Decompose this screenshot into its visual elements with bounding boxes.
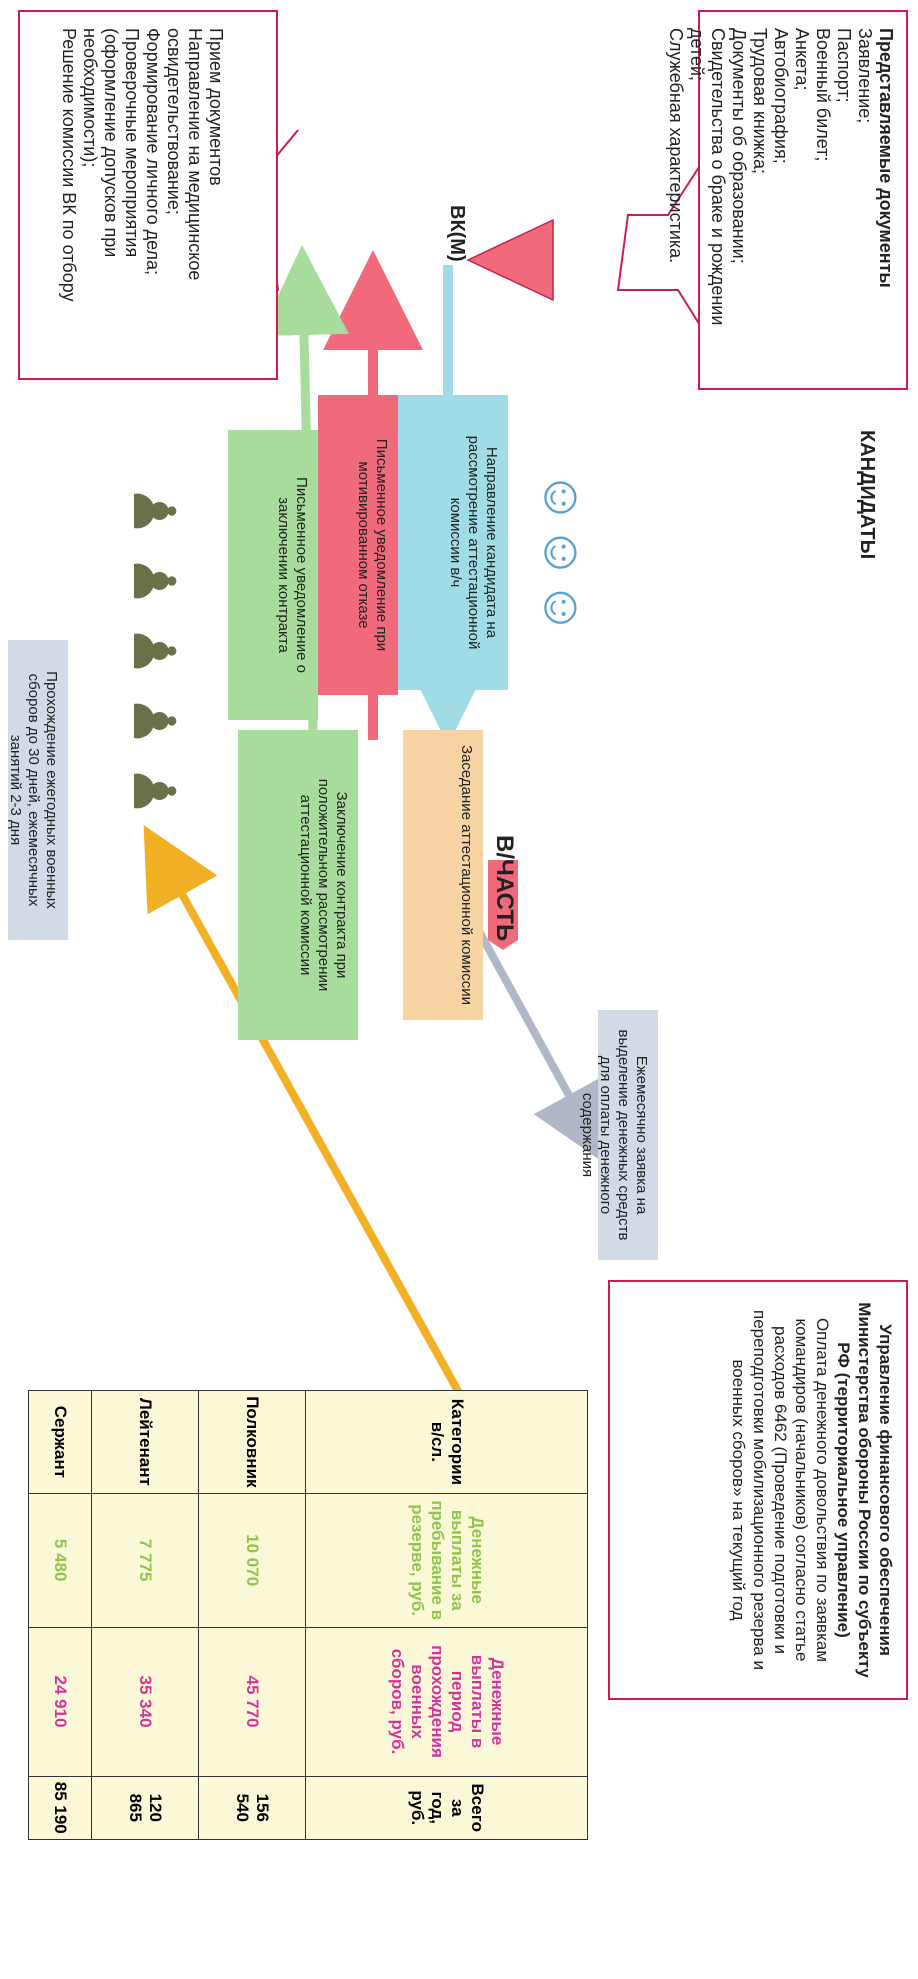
grey-note: Прохождение ежегодных военных сборов до …	[7, 640, 68, 940]
vkm-item: Решение комиссии ВК по отбору	[59, 28, 79, 302]
payments-table-wrap: Категории в/сл. Денежные выплаты за преб…	[28, 1390, 588, 1840]
table-cell: Полковник	[198, 1390, 306, 1494]
documents-item: Паспорт;	[834, 28, 854, 103]
vkm-label: ВК(М)	[446, 205, 468, 262]
green2-note: Заключение контракта при положительном р…	[238, 730, 358, 1040]
payments-table: Категории в/сл. Денежные выплаты за преб…	[28, 1390, 588, 1840]
documents-box: Представляемые документы Заявление; Пасп…	[666, 10, 908, 390]
table-cell: 45 770	[198, 1627, 306, 1776]
finance-box: Управление финансового обеспечения Минис…	[608, 1280, 908, 1700]
candidates-label: КАНДИДАТЫ	[856, 430, 878, 560]
vkm-item: Проверочные мероприятия (оформление допу…	[80, 28, 142, 258]
table-cell: 120 865	[91, 1776, 199, 1840]
table-cell: 156 540	[198, 1776, 306, 1840]
documents-item: Автобиография;	[771, 28, 791, 164]
green-note: Письменное уведомление о заключении конт…	[228, 430, 318, 720]
table-cell: 5 480	[28, 1493, 92, 1628]
table-cell: Сержант	[28, 1390, 92, 1494]
table-row: Сержант 5 480 24 910 85 190	[28, 1390, 92, 1840]
table-cell: 7 775	[91, 1493, 199, 1628]
table-header: Всего за год, руб.	[305, 1776, 588, 1840]
person-icon: ☺☺☺	[533, 470, 593, 636]
orange-note: Заседание аттестационной комиссии	[403, 730, 483, 1020]
table-header: Денежные выплаты в период прохождения во…	[305, 1627, 588, 1776]
table-cell: 24 910	[28, 1627, 92, 1776]
funnel-left	[616, 129, 729, 371]
table-header: Денежные выплаты за пребывание в резерве…	[305, 1493, 588, 1628]
table-header: Категории в/сл.	[305, 1390, 588, 1494]
table-cell: 35 340	[91, 1627, 199, 1776]
cyan-note: Направление кандидата на рассмотрение ат…	[393, 395, 508, 690]
finance-text: Оплата денежного довольствия по заявкам …	[729, 1310, 832, 1670]
documents-title: Представляемые документы	[876, 28, 896, 288]
vchast-tag	[488, 860, 518, 950]
monthly-note: Ежемесячно заявка на выделение денежных …	[579, 1010, 658, 1260]
table-cell: 10 070	[198, 1493, 306, 1628]
vkm-item: Формирование личного дела;	[143, 28, 163, 276]
vkm-item: Прием документов	[206, 28, 226, 186]
vkm-triangle	[466, 218, 554, 302]
documents-item: Заявление;	[855, 28, 875, 124]
soldier-icon: ♟♟♟♟♟	[121, 485, 186, 835]
table-row: Лейтенант 7 775 35 340 120 865	[91, 1390, 199, 1840]
vkm-item: Направление на медицинское освидетельств…	[164, 28, 205, 281]
soldiers-group: ♟♟♟♟♟	[68, 485, 188, 885]
documents-item: Документы об образовании;	[729, 28, 749, 264]
red-note: Письменное уведомление при мотивированно…	[318, 395, 398, 695]
table-cell: 85 190	[28, 1776, 92, 1840]
table-cell: Лейтенант	[91, 1390, 199, 1494]
documents-item: Анкета;	[792, 28, 812, 91]
yellow-arrow	[143, 825, 467, 1402]
table-header-row: Категории в/сл. Денежные выплаты за преб…	[305, 1390, 588, 1840]
table-row: Полковник 10 070 45 770 156 540	[198, 1390, 306, 1840]
documents-item: Служебная характеристика.	[666, 28, 686, 264]
documents-item: Трудовая книжка;	[750, 28, 770, 175]
documents-item: Военный билет;	[813, 28, 833, 162]
documents-item: Свидетельства о браке и рождении детей;	[687, 28, 728, 326]
finance-title: Управление финансового обеспечения Минис…	[834, 1302, 895, 1678]
vkm-box: Прием документов Направление на медицинс…	[18, 10, 278, 380]
